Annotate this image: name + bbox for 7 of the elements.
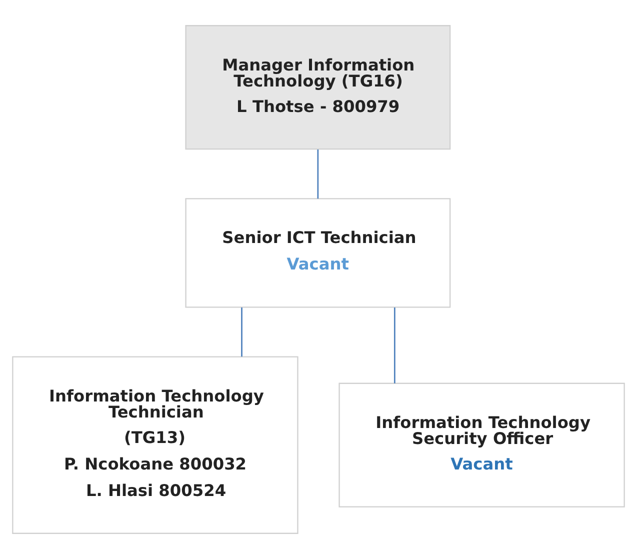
node-box: Information Technology Security Officer Vacant [338, 382, 625, 507]
connector [317, 149, 319, 198]
node-box: Manager Information Technology (TG16) L Thotse - 800979 [185, 24, 451, 150]
node-box: Senior ICT Technician Vacant [185, 198, 451, 308]
connector [241, 307, 242, 356]
node-box: Information Technology Technician (TG13) P. Ncokoane 800032 L. Hlasi 800524 [12, 356, 298, 534]
connector [394, 307, 396, 383]
